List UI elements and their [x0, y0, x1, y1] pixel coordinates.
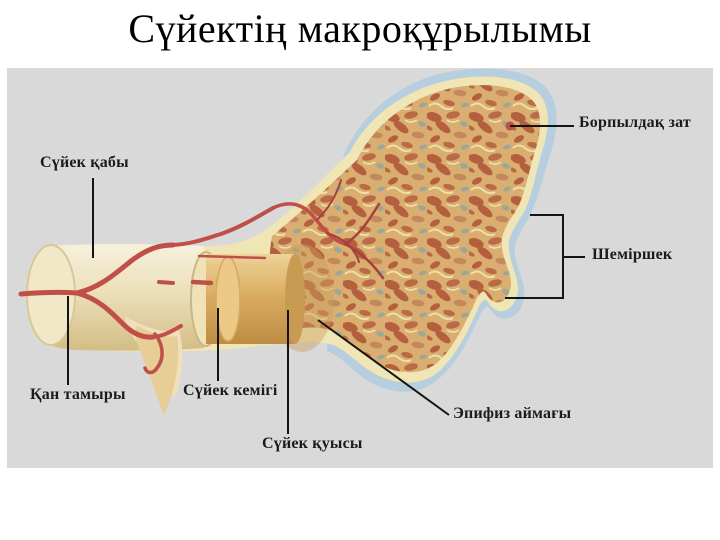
- label-blood-vessel: Қан тамыры: [30, 386, 126, 403]
- marrow-cylinder-end: [285, 254, 305, 344]
- bone-illustration: [18, 68, 585, 434]
- label-periosteum: Сүйек қабы: [40, 154, 129, 171]
- label-bone-cavity: Сүйек қуысы: [262, 435, 363, 452]
- leader-lines: [67, 125, 585, 434]
- label-bone-marrow: Сүйек кемігі: [183, 382, 278, 399]
- bone-diagram: Сүйек қабы Борпылдақ зат Шеміршек Қан та…: [7, 68, 713, 468]
- label-spongy-substance: Борпылдақ зат: [579, 114, 691, 131]
- label-epiphysis-region: Эпифиз аймағы: [453, 405, 572, 422]
- slide-title: Сүйектің макроқұрылымы: [128, 6, 592, 51]
- spongy-bone-texture: [269, 85, 541, 373]
- blood-vessel-graphic: [18, 179, 385, 375]
- label-cartilage: Шеміршек: [592, 246, 673, 263]
- marrow-cylinder-face: [215, 256, 241, 342]
- leader-epiphysis: [317, 319, 450, 416]
